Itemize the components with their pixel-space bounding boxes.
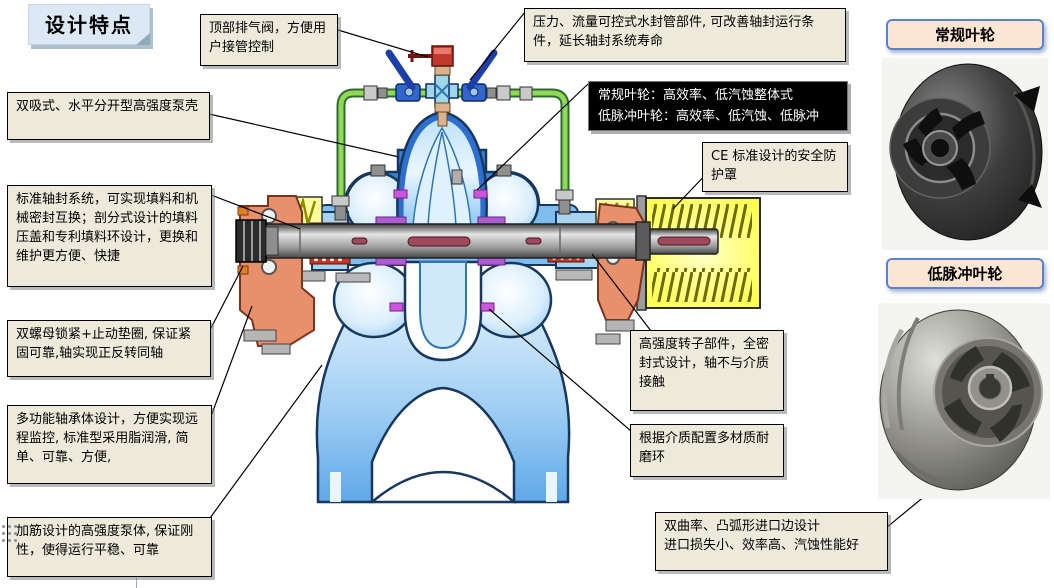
impeller-photo-low-pulse xyxy=(878,303,1050,499)
callout-water-seal-pipe: 压力、流量可控式水封管部件, 可改善轴封运行条件，延长轴封系统寿命 xyxy=(524,8,846,62)
callout-lock-nut: 双螺母锁紧+止动垫圈, 保证紧固可靠,轴实现正反转同轴 xyxy=(7,320,211,377)
callout-top-vent-valve: 顶部排气阀，方便用户接管控制 xyxy=(200,14,338,66)
impeller-photo-conventional xyxy=(882,58,1048,250)
cursor-tick xyxy=(136,566,137,588)
impeller-note-line1: 常规叶轮：高效率、低汽蚀整体式 xyxy=(598,88,794,103)
callout-pump-casing: 双吸式、水平分开型高强度泵壳 xyxy=(7,92,210,140)
callout-wear-ring: 根据介质配置多材质耐磨环 xyxy=(630,424,784,477)
page-title: 设计特点 xyxy=(28,4,150,45)
callout-ce-guard: CE 标准设计的安全防护罩 xyxy=(702,142,848,192)
pump-base xyxy=(315,306,571,504)
inlet-edge-line1: 双曲率、凸弧形进口边设计 xyxy=(664,519,821,534)
cross-fitting xyxy=(425,74,459,108)
pump-shaft xyxy=(235,219,719,263)
impeller-note-box: 常规叶轮：高效率、低汽蚀整体式 低脉冲叶轮：高效率、低汽蚀、低脉冲 xyxy=(588,81,848,131)
ball-valve-left xyxy=(385,49,421,102)
callout-inlet-edge: 双曲率、凸弧形进口边设计 进口损失小、效率高、汽蚀性能好 xyxy=(655,512,888,571)
impeller-note-line2: 低脉冲叶轮：高效率、低汽蚀、低脉冲 xyxy=(598,108,820,124)
connector-lines xyxy=(208,11,994,529)
air-vent-valve xyxy=(408,45,454,127)
drag-handle-dots-icon xyxy=(2,525,20,547)
callout-ribbed-body: 加筋设计的高强度泵体, 保证刚性，使得运行平稳、可靠 xyxy=(7,517,212,577)
pump-casing xyxy=(284,110,607,362)
label-low-pulse-impeller: 低脉冲叶轮 xyxy=(886,258,1044,289)
callout-rotor: 高强度转子部件，全密封式设计，轴不与介质接触 xyxy=(630,330,784,411)
inlet-edge-line2: 进口损失小、效率高、汽蚀性能好 xyxy=(664,537,860,553)
water-seal-piping xyxy=(331,45,574,221)
callout-shaft-seal: 标准轴封系统，可实现填料和机械密封互换；剖分式设计的填料压盖和专利填料环设计，更… xyxy=(7,185,212,287)
callout-bearing-body: 多功能轴承体设计，方便实现远程监控, 标准型采用脂润滑, 简单、可靠、方便, xyxy=(7,405,212,484)
wear-rings xyxy=(375,189,506,312)
label-conventional-impeller: 常规叶轮 xyxy=(886,19,1044,50)
ball-valve-right xyxy=(461,49,498,102)
